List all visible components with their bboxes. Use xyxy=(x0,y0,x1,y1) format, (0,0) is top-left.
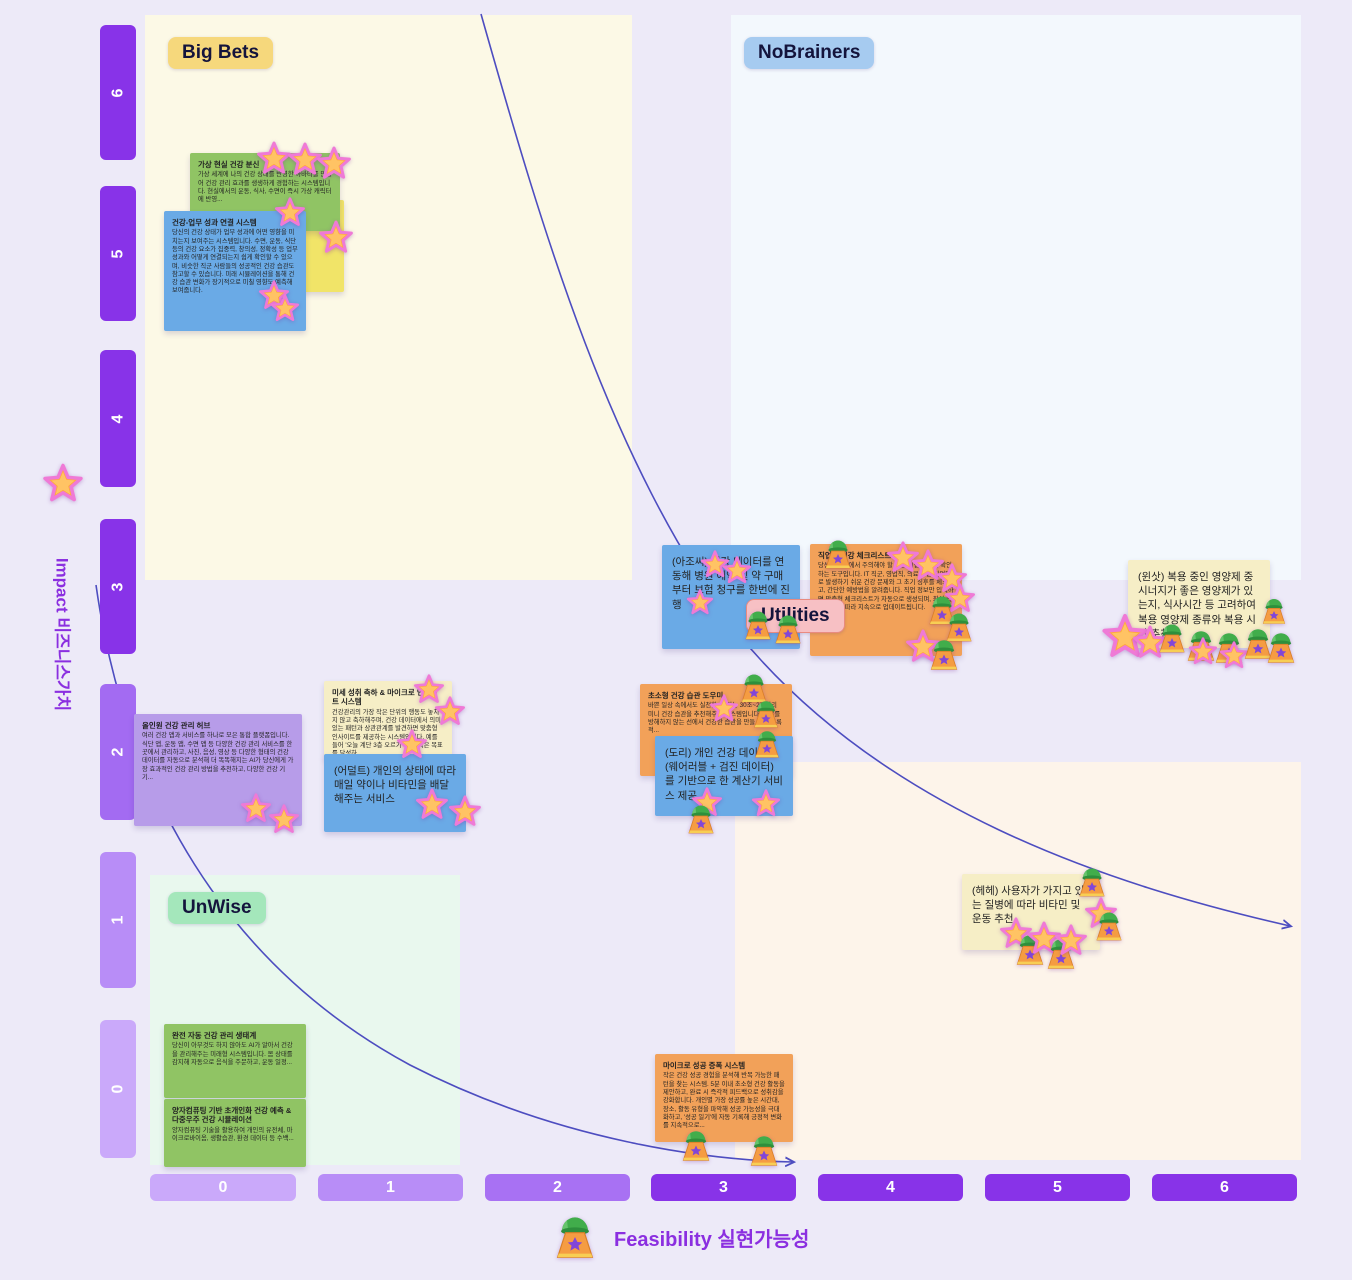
y-axis-title: Impact 비즈니스가치 xyxy=(52,557,72,712)
x-axis-tick-label: 6 xyxy=(1220,1178,1229,1196)
y-axis-bar-5: 5 xyxy=(100,186,136,321)
ufo-sticker[interactable] xyxy=(683,799,719,839)
ufo-sticker[interactable] xyxy=(820,534,856,574)
note-body: (헤헤) 사용자가 가지고 있는 질병에 따라 비타민 및 운동 추천 xyxy=(972,885,1085,926)
y-axis-bar-6: 6 xyxy=(100,25,136,160)
big-bets-label[interactable]: Big Bets xyxy=(168,37,274,69)
ufo-sticker[interactable] xyxy=(770,609,806,649)
x-axis-bar-4: 4 xyxy=(818,1174,963,1201)
note-body: 여러 건강 앱과 서비스를 하나로 모은 통합 플랫폼입니다. 식단 앱, 운동… xyxy=(142,732,294,781)
nobrainers-label[interactable]: NoBrainers xyxy=(744,37,875,69)
star-sticker[interactable] xyxy=(396,728,428,760)
note-title: 올인원 건강 관리 허브 xyxy=(142,721,211,730)
star-sticker[interactable] xyxy=(316,145,352,181)
y-axis-tick-label: 3 xyxy=(109,582,126,591)
note-body: 당신이 아무것도 하지 않아도 AI가 알아서 건강을 관리해주는 미래형 시스… xyxy=(172,1042,293,1066)
x-axis-tick-label: 3 xyxy=(719,1178,728,1196)
sticky-note-all-in-one-hub[interactable]: 올인원 건강 관리 허브 여러 건강 앱과 서비스를 하나로 모은 통합 플랫폼… xyxy=(134,714,302,826)
note-body: 당신의 직업에서 주의해야 할 건강 위험을 쉽게 확인하는 도구입니다. IT… xyxy=(818,562,954,611)
note-body: 당신의 건강 상태가 업무 성과에 어떤 영향을 미치는지 보여주는 시스템입니… xyxy=(172,229,298,295)
y-axis-tick-label: 2 xyxy=(109,747,126,757)
y-axis-bar-1: 1 xyxy=(100,852,136,988)
star-sticker[interactable] xyxy=(709,693,739,723)
note-body: 가상 세계에 나의 건강 상태를 반영한 아바타를 만들어 건강 관리 효과를 … xyxy=(198,171,332,204)
x-axis-bar-6: 6 xyxy=(1152,1174,1297,1201)
ufo-sticker[interactable] xyxy=(925,633,963,676)
sticky-note-quantum-sim[interactable]: 양자컴퓨팅 기반 초개인화 건강 예측 & 다중우주 건강 시뮬레이션 양자컴퓨… xyxy=(164,1099,306,1167)
note-title: 가상 현실 건강 분신 xyxy=(198,160,260,169)
star-sticker[interactable] xyxy=(434,695,466,727)
star-sticker[interactable] xyxy=(274,196,306,228)
note-title: 완전 자동 건강 관리 생태계 xyxy=(172,1031,257,1040)
star-sticker[interactable] xyxy=(686,588,714,616)
y-axis-tick-label: 6 xyxy=(109,88,126,97)
ufo-sticker[interactable] xyxy=(1262,626,1300,669)
y-axis-tick-label: 5 xyxy=(109,249,126,258)
sticky-note-micro-success[interactable]: 마이크로 성공 증폭 시스템 작은 건강 성공 경험을 분석해 반복 가능한 패… xyxy=(655,1054,793,1142)
y-axis-bar-0: 0 xyxy=(100,1020,136,1158)
feasibility-axis-ufo-icon xyxy=(548,1208,602,1266)
note-body: 건강관리의 가장 작은 단위의 행동도 놓치지 않고 축하해주며, 건강 데이터… xyxy=(332,708,443,757)
x-axis-tick-label: 5 xyxy=(1053,1178,1062,1196)
x-axis-bar-0: 0 xyxy=(150,1174,296,1201)
x-axis-title-group: Feasibility 실현가능성 xyxy=(548,1206,809,1268)
y-axis-bar-3: 3 xyxy=(100,519,136,654)
ufo-sticker[interactable] xyxy=(1258,593,1290,629)
ufo-sticker[interactable] xyxy=(745,1129,783,1172)
star-sticker[interactable] xyxy=(751,788,781,818)
y-axis-tick-label: 1 xyxy=(109,915,126,925)
star-sticker[interactable] xyxy=(448,794,482,828)
note-body: (도리) 개인 건강 데이터 (웨어러블 + 검진 데이터)를 기반으로 한 계… xyxy=(665,747,783,802)
note-title: 미세 성취 축하 & 마이크로 인사이트 시스템 xyxy=(332,688,438,707)
x-axis-bar-3: 3 xyxy=(651,1174,796,1201)
x-axis-bar-1: 1 xyxy=(318,1174,463,1201)
ufo-sticker[interactable] xyxy=(677,1124,715,1167)
note-title: 직업별 건강 체크리스트 xyxy=(818,551,892,560)
x-axis-tick-label: 4 xyxy=(886,1178,895,1196)
y-axis-tick-label: 0 xyxy=(109,1084,126,1094)
y-axis-bar-4: 4 xyxy=(100,350,136,487)
note-body: (윈삿) 복용 중인 영양제 중 시너지가 좋은 영양제가 있는지, 식사시간 … xyxy=(1138,571,1256,640)
x-axis-bar-2: 2 xyxy=(485,1174,630,1201)
nobrainers-region xyxy=(731,15,1301,580)
star-sticker[interactable] xyxy=(318,219,354,255)
impact-axis-star-icon xyxy=(42,462,84,504)
note-title: 건강-업무 성과 연결 시스템 xyxy=(172,218,257,227)
star-sticker[interactable] xyxy=(270,293,300,323)
star-sticker[interactable] xyxy=(722,555,752,585)
unwise-label[interactable]: UnWise xyxy=(168,892,266,924)
sticky-note-vitamin-delivery[interactable]: (어덜트) 개인의 상태에 따라 매일 약이나 비타민을 배달해주는 서비스 xyxy=(324,754,466,832)
x-axis-tick-label: 0 xyxy=(218,1178,228,1196)
star-sticker[interactable] xyxy=(415,787,449,821)
star-sticker[interactable] xyxy=(1054,923,1088,957)
y-axis-tick-label: 4 xyxy=(109,414,126,423)
x-axis-bar-5: 5 xyxy=(985,1174,1130,1201)
ufo-sticker[interactable] xyxy=(1091,906,1127,946)
x-axis-tick-label: 1 xyxy=(386,1178,395,1196)
note-body: 양자컴퓨팅 기술을 활용하여 개인의 유전체, 마이크로바이옴, 생활습관, 환… xyxy=(172,1126,294,1143)
note-title: 양자컴퓨팅 기반 초개인화 건강 예측 & 다중우주 건강 시뮬레이션 xyxy=(172,1106,292,1125)
x-axis-title: Feasibility 실현가능성 xyxy=(614,1228,810,1251)
ufo-sticker[interactable] xyxy=(750,725,784,763)
note-body: 작은 건강 성공 경험을 분석해 반복 가능한 패턴을 찾는 시스템. 5분 이… xyxy=(663,1072,785,1130)
y-axis-bar-2: 2 xyxy=(100,684,136,820)
star-sticker[interactable] xyxy=(268,803,300,835)
note-title: 마이크로 성공 증폭 시스템 xyxy=(663,1061,746,1070)
note-title: 초소형 건강 습관 도우미 xyxy=(648,691,724,700)
x-axis-tick-label: 2 xyxy=(553,1178,562,1196)
note-body: (어덜트) 개인의 상태에 따라 매일 약이나 비타민을 배달해주는 서비스 xyxy=(334,765,457,806)
sticky-note-auto-ecosystem[interactable]: 완전 자동 건강 관리 생태계 당신이 아무것도 하지 않아도 AI가 알아서 … xyxy=(164,1024,306,1098)
